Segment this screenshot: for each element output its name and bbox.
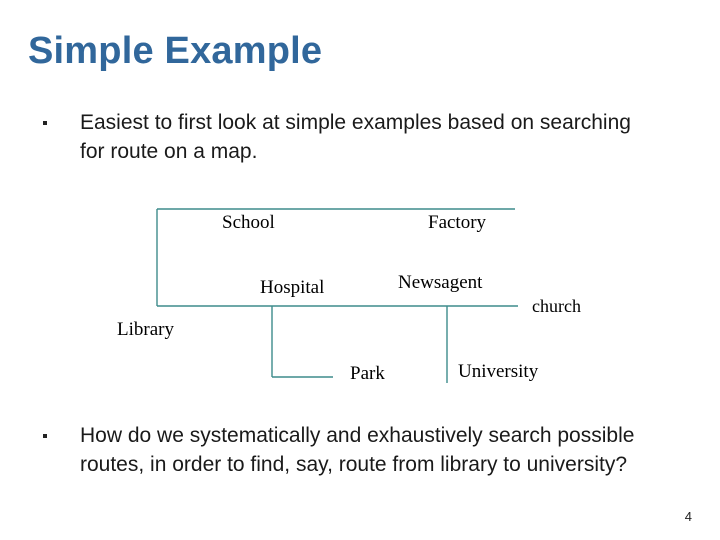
square-bullet-icon xyxy=(43,434,47,438)
map-node-hospital: Hospital xyxy=(260,277,325,298)
map-node-park: Park xyxy=(350,363,385,384)
bullet-item-2: How do we systematically and exhaustivel… xyxy=(43,421,663,479)
map-node-library: Library xyxy=(117,319,174,340)
map-node-factory: Factory xyxy=(428,212,487,233)
map-node-church: church xyxy=(532,296,581,316)
square-bullet-icon xyxy=(43,121,47,125)
bullet-text-2: How do we systematically and exhaustivel… xyxy=(80,424,635,476)
diagram-edges xyxy=(156,208,518,383)
bullet-item-1: Easiest to first look at simple examples… xyxy=(43,108,643,166)
map-node-school: School xyxy=(222,212,275,233)
page-number: 4 xyxy=(684,509,692,524)
page-title: Simple Example xyxy=(28,30,323,72)
bullet-text-1: Easiest to first look at simple examples… xyxy=(80,111,631,163)
map-node-newsagent: Newsagent xyxy=(398,272,483,293)
map-node-university: University xyxy=(458,361,539,382)
